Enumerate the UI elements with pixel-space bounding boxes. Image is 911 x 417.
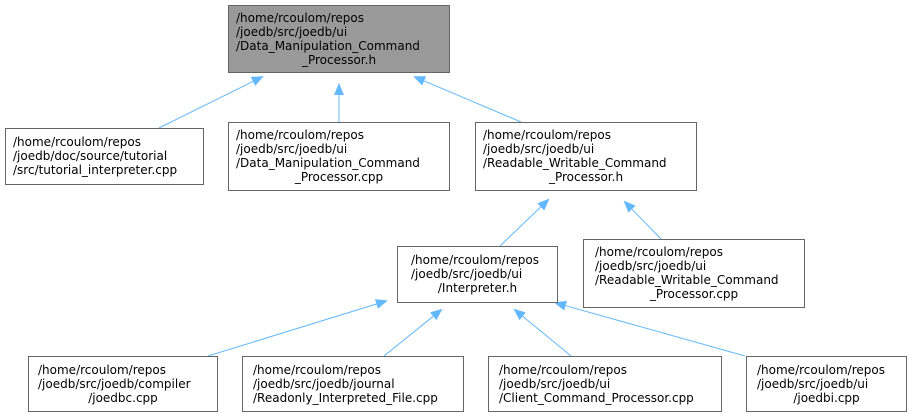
node-line: /Data_Manipulation_Command [236, 39, 420, 53]
node-line: /joedb/doc/source/tutorial [13, 149, 168, 163]
node-line: /home/rcoulom/repos [38, 363, 166, 377]
node-line: /home/rcoulom/repos [595, 245, 723, 259]
node-line: /Client_Command_Processor.cpp [499, 391, 694, 405]
node-line: /joedb/src/joedb/journal [253, 377, 395, 391]
node-readable-writable-command-processor-cpp[interactable]: /home/rcoulom/repos /joedb/src/joedb/ui … [583, 239, 805, 308]
node-line: /joedb/src/joedb/ui [236, 25, 348, 39]
node-line: /home/rcoulom/repos [236, 128, 364, 142]
node-line: /home/rcoulom/repos [411, 253, 539, 267]
node-line: _Processor.cpp [294, 170, 384, 184]
edge-interpreter-h-to-readonly [383, 308, 443, 357]
edge-rw-h-to-interpreter-h [499, 198, 550, 247]
node-line: /joedb/src/joedb/ui [757, 377, 869, 391]
node-line: /Readable_Writable_Command [595, 273, 779, 287]
edge-interpreter-h-to-joedbi [554, 300, 746, 357]
node-line: _Processor.h [301, 53, 377, 67]
node-client-command-processor-cpp[interactable]: /home/rcoulom/repos /joedb/src/joedb/ui … [488, 356, 722, 412]
node-line: /home/rcoulom/repos [757, 363, 885, 377]
node-interpreter-h[interactable]: /home/rcoulom/repos /joedb/src/joedb/ui … [397, 246, 558, 303]
node-line: /home/rcoulom/repos [483, 128, 611, 142]
node-line: /joedb/src/joedb/ui [595, 259, 707, 273]
node-line: /home/rcoulom/repos [499, 363, 627, 377]
node-line: /joedbc.cpp [88, 391, 158, 405]
node-line: /Interpreter.h [437, 281, 518, 295]
node-line: /Data_Manipulation_Command [236, 156, 420, 170]
node-line: /src/tutorial_interpreter.cpp [13, 163, 178, 177]
node-line: /joedb/src/joedb/compiler [38, 377, 191, 391]
node-line: /joedb/src/joedb/ui [499, 377, 611, 391]
edge-rw-h-to-rw-cpp [623, 200, 662, 240]
node-line: /home/rcoulom/repos [236, 11, 364, 25]
node-line: _Processor.h [548, 170, 624, 184]
node-line: /home/rcoulom/repos [253, 363, 381, 377]
node-line: /Readable_Writable_Command [483, 156, 667, 170]
node-joedbc-cpp[interactable]: /home/rcoulom/repos /joedb/src/joedb/com… [28, 356, 218, 412]
edge-interpreter-h-to-client-cp [513, 308, 572, 357]
node-readable-writable-command-processor-h[interactable]: /home/rcoulom/repos /joedb/src/joedb/ui … [475, 122, 697, 191]
node-line: /joedb/src/joedb/ui [411, 267, 523, 281]
node-line: /Readonly_Interpreted_File.cpp [253, 391, 438, 405]
edge-interpreter-h-to-joedbc [207, 299, 388, 357]
edge-root-to-rw-h [413, 76, 522, 123]
node-tutorial-interpreter-cpp[interactable]: /home/rcoulom/repos /joedb/doc/source/tu… [5, 128, 204, 185]
node-line: _Processor.cpp [649, 287, 739, 301]
node-line: /joedb/src/joedb/ui [236, 142, 348, 156]
node-line: /home/rcoulom/repos [13, 135, 141, 149]
node-readonly-interpreted-file-cpp[interactable]: /home/rcoulom/repos /joedb/src/joedb/jou… [242, 356, 464, 412]
node-joedbi-cpp[interactable]: /home/rcoulom/repos /joedb/src/joedb/ui … [746, 356, 907, 412]
node-data-manipulation-command-processor-h[interactable]: /home/rcoulom/repos /joedb/src/joedb/ui … [228, 5, 450, 73]
edge-root-to-tutorial-interpreter [158, 76, 264, 129]
node-data-manipulation-command-processor-cpp[interactable]: /home/rcoulom/repos /joedb/src/joedb/ui … [228, 122, 450, 191]
node-line: /joedbi.cpp [793, 391, 860, 405]
node-line: /joedb/src/joedb/ui [483, 142, 595, 156]
